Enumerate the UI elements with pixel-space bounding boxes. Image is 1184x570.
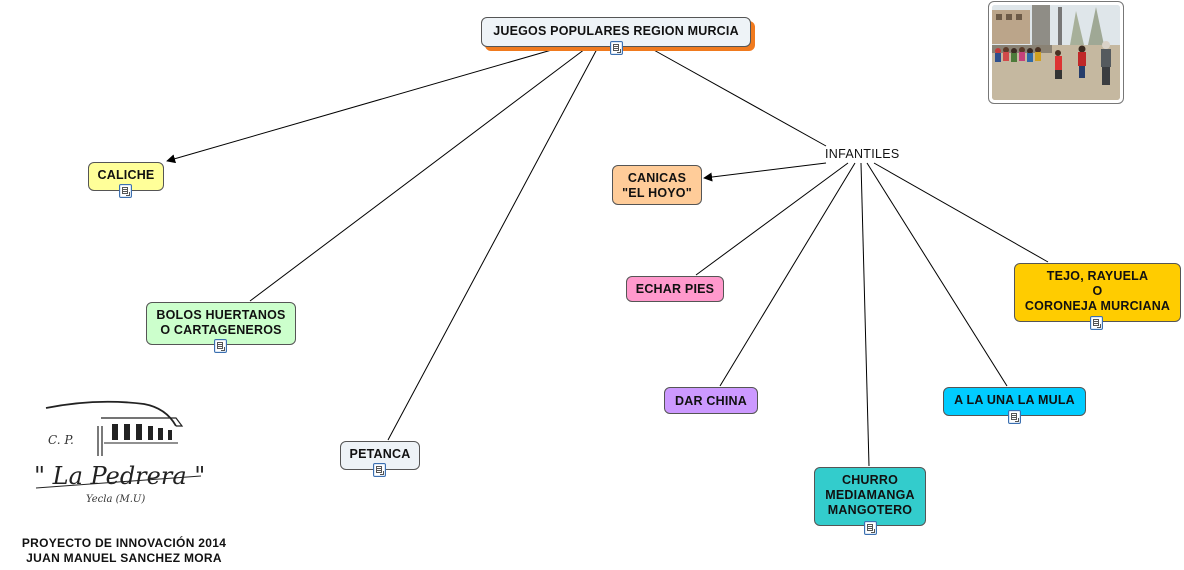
node-churro-label: CHURRO MEDIAMANGA MANGOTERO xyxy=(825,473,915,517)
project-credits: PROYECTO DE INNOVACIÓN 2014 JUAN MANUEL … xyxy=(4,536,244,566)
node-la-mula[interactable]: A LA UNA LA MULA xyxy=(943,387,1086,424)
game-photo[interactable] xyxy=(988,1,1124,104)
document-icon[interactable] xyxy=(119,184,132,198)
logo-line2: " La Pedrera " xyxy=(34,462,205,490)
document-icon[interactable] xyxy=(864,521,877,535)
root-label: JUEGOS POPULARES REGION MURCIA xyxy=(493,24,739,38)
edge-root-petanca xyxy=(387,48,598,441)
edge-infantiles-canicas xyxy=(703,162,827,182)
edge-root-infantiles xyxy=(651,48,827,147)
document-icon[interactable] xyxy=(610,41,623,55)
photo-scene xyxy=(992,5,1120,100)
edge-infantiles-dar-china xyxy=(719,162,856,387)
node-canicas[interactable]: CANICAS "EL HOYO" xyxy=(612,165,702,205)
author-name: JUAN MANUEL SANCHEZ MORA xyxy=(26,551,222,565)
node-la-mula-label: A LA UNA LA MULA xyxy=(954,393,1075,407)
node-echar-pies-label: ECHAR PIES xyxy=(635,282,715,296)
edge-infantiles-la-mula xyxy=(866,162,1008,387)
node-bolos-label: BOLOS HUERTANOS O CARTAGENEROS xyxy=(156,308,286,337)
edge-infantiles-churro xyxy=(860,162,870,467)
logo-line3: Yecla (M.U) xyxy=(86,494,145,505)
node-dar-china[interactable]: DAR CHINA xyxy=(664,387,758,414)
node-tejo[interactable]: TEJO, RAYUELA O CORONEJA MURCIANA xyxy=(1014,263,1181,330)
node-canicas-label: CANICAS "EL HOYO" xyxy=(622,171,692,200)
document-icon[interactable] xyxy=(214,339,227,353)
node-caliche[interactable]: CALICHE xyxy=(88,162,164,198)
node-bolos[interactable]: BOLOS HUERTANOS O CARTAGENEROS xyxy=(146,302,296,353)
edge-infantiles-echar-pies xyxy=(695,162,849,276)
edge-root-caliche xyxy=(166,48,556,164)
root-node[interactable]: JUEGOS POPULARES REGION MURCIA xyxy=(481,17,751,55)
node-tejo-label: TEJO, RAYUELA O CORONEJA MURCIANA xyxy=(1024,269,1171,313)
node-petanca-label: PETANCA xyxy=(349,447,411,461)
document-icon[interactable] xyxy=(373,463,386,477)
node-dar-china-label: DAR CHINA xyxy=(675,394,747,408)
edge-root-bolos xyxy=(249,48,586,302)
node-echar-pies[interactable]: ECHAR PIES xyxy=(626,276,724,302)
node-churro[interactable]: CHURRO MEDIAMANGA MANGOTERO xyxy=(814,467,926,535)
infantiles-label[interactable]: INFANTILES xyxy=(823,147,902,161)
edge-infantiles-tejo xyxy=(873,162,1049,263)
project-title: PROYECTO DE INNOVACIÓN 2014 xyxy=(21,536,227,550)
document-icon[interactable] xyxy=(1090,316,1103,330)
node-caliche-label: CALICHE xyxy=(97,168,155,182)
node-petanca[interactable]: PETANCA xyxy=(340,441,420,477)
document-icon[interactable] xyxy=(1008,410,1021,424)
school-logo: C. P. " La Pedrera " Yecla (M.U) xyxy=(26,396,226,508)
logo-line1: C. P. xyxy=(48,433,74,447)
